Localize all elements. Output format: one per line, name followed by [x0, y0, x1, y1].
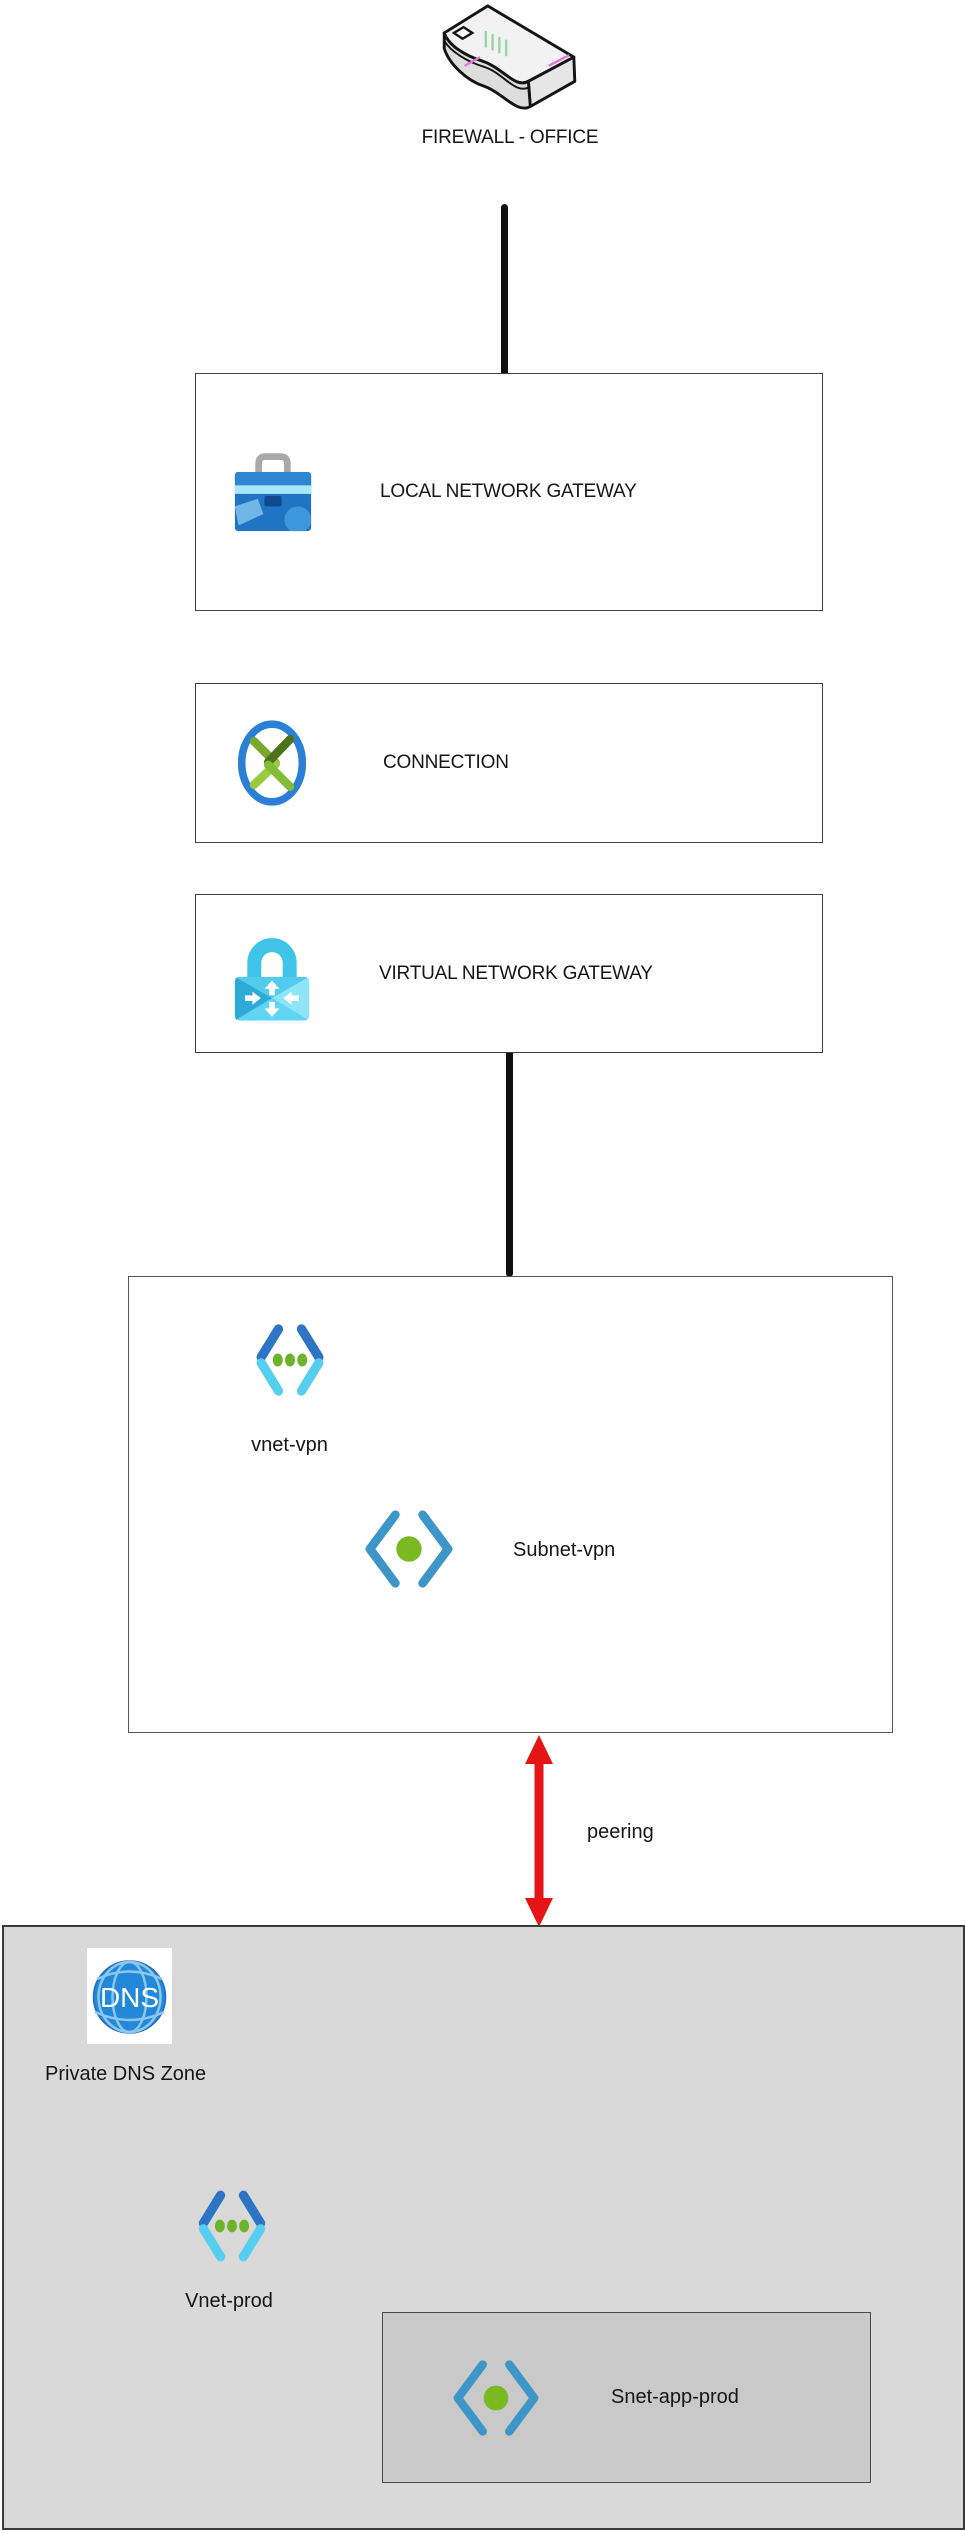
snet-app-prod-box: Snet-app-prod [382, 2312, 871, 2483]
connection-label: CONNECTION [383, 752, 509, 773]
virtual-network-icon [256, 1324, 324, 1396]
connector-firewall-to-lng [501, 204, 508, 374]
vnet-prod-label: Vnet-prod [185, 2290, 273, 2312]
subnet-vpn-label: Subnet-vpn [513, 1539, 616, 1561]
virtual-network-gateway-node: VIRTUAL NETWORK GATEWAY [195, 894, 823, 1053]
private-dns-zone-label: Private DNS Zone [45, 2063, 207, 2085]
local-network-gateway-label: LOCAL NETWORK GATEWAY [380, 481, 637, 502]
connection-icon [237, 720, 307, 806]
prod-zone-box: DNS Private DNS Zone Vnet-prod [2, 1925, 965, 2530]
svg-text:DNS: DNS [100, 1982, 159, 2013]
firewall-label: FIREWALL - OFFICE [421, 127, 599, 148]
peering-label: peering [587, 1821, 654, 1843]
virtual-network-gateway-label: VIRTUAL NETWORK GATEWAY [379, 962, 653, 984]
virtual-network-icon [198, 2190, 266, 2262]
firewall-appliance-icon [442, 4, 577, 110]
toolbox-icon [234, 453, 312, 532]
subnet-icon [365, 1510, 453, 1588]
subnet-icon [453, 2359, 539, 2436]
dns-globe-icon: DNS [87, 1948, 172, 2044]
local-network-gateway-node: LOCAL NETWORK GATEWAY [195, 373, 823, 611]
vnet-vpn-box: vnet-vpn Subnet-vpn [128, 1276, 893, 1733]
peering-arrow [525, 1735, 553, 1927]
connection-node: CONNECTION [195, 683, 823, 843]
connector-vng-to-vnet-vpn [506, 1053, 513, 1277]
lock-gateway-icon [234, 937, 310, 1021]
vnet-vpn-label: vnet-vpn [251, 1434, 328, 1456]
snet-app-prod-label: Snet-app-prod [611, 2386, 739, 2408]
